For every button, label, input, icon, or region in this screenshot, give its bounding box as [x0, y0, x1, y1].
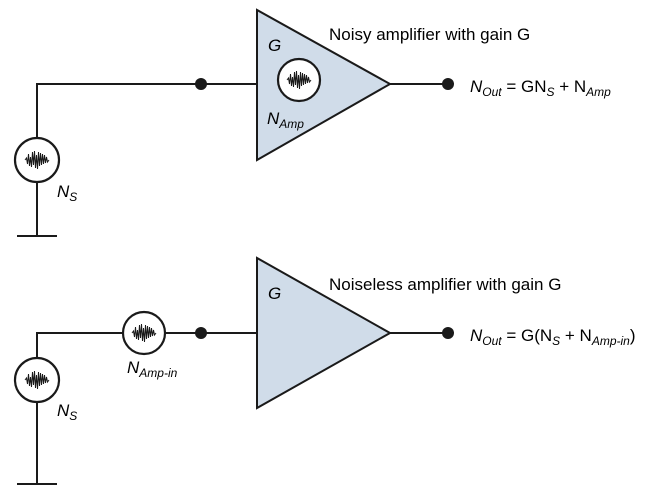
top-circuit: G Noisy amplifier with gain G NAmp NS NO…: [13, 8, 611, 237]
bottom-circuit: G Noiseless amplifier with gain G NAmp-i…: [13, 256, 636, 485]
bottom-input-noise-icon: [121, 310, 167, 356]
bottom-input-noise-label: NAmp-in: [127, 358, 178, 380]
top-input-node-dot-icon: [195, 78, 207, 90]
bottom-input-node-dot-icon: [195, 327, 207, 339]
top-source-label: NS: [57, 182, 77, 204]
bottom-input-wire: [36, 332, 257, 358]
top-caption: Noisy amplifier with gain G: [329, 25, 530, 44]
bottom-caption: Noiseless amplifier with gain G: [329, 275, 561, 294]
bottom-amplifier-triangle-icon: [256, 256, 393, 410]
bottom-source-label: NS: [57, 401, 77, 423]
bottom-output-equation: NOut = G(NS + NAmp-in): [470, 326, 636, 348]
bottom-gain-label: G: [268, 284, 281, 303]
top-gain-label: G: [268, 36, 281, 55]
top-amplifier-triangle-icon: [256, 8, 393, 162]
bottom-source-noise-icon: [13, 356, 61, 404]
top-source-noise-icon: [13, 136, 61, 184]
bottom-output-node-dot-icon: [442, 327, 454, 339]
top-output-equation: NOut = GNS + NAmp: [470, 77, 611, 99]
top-amp-noise-icon: [276, 57, 322, 103]
top-output-node-dot-icon: [442, 78, 454, 90]
top-amp-noise-label: NAmp: [267, 109, 304, 131]
top-input-wire: [36, 83, 257, 139]
